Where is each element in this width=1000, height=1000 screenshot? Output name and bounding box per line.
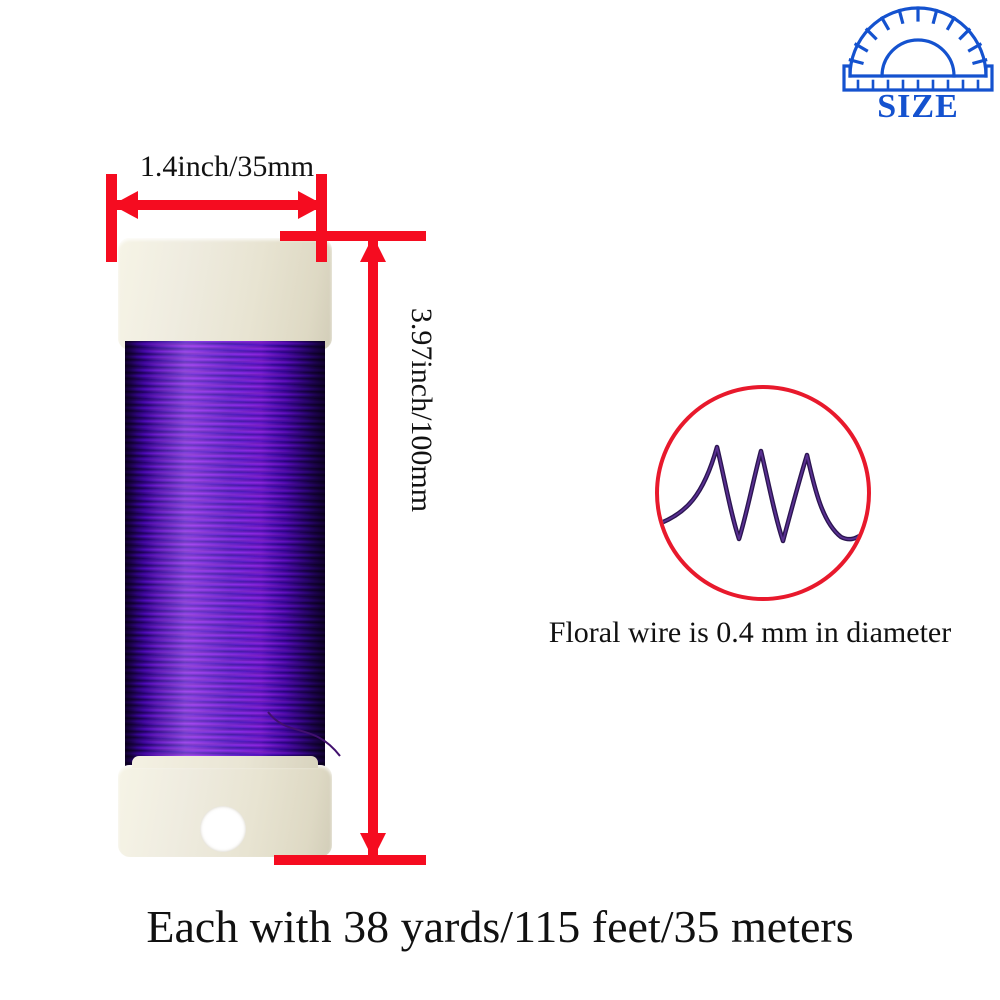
- height-extension-bar-bottom: [274, 855, 426, 865]
- size-badge-label: SIZE: [877, 88, 959, 125]
- height-dimension-line: [368, 236, 378, 862]
- wire-diameter-caption: Floral wire is 0.4 mm in diameter: [548, 616, 952, 649]
- wire-diameter-callout: [655, 385, 871, 601]
- width-dimension-line: [112, 200, 324, 210]
- width-dimension-label: 1.4inch/35mm: [139, 150, 315, 183]
- height-arrow-up-icon: [360, 236, 386, 262]
- wound-purple-wire: [125, 341, 325, 771]
- protractor-ruler-icon: [842, 6, 994, 92]
- height-dimension-label: 3.97inch/100mm: [405, 307, 438, 513]
- width-extension-tick-left: [106, 174, 117, 262]
- floral-wire-spool: [116, 238, 341, 858]
- width-extension-tick-right: [316, 174, 327, 262]
- size-badge: SIZE: [842, 4, 994, 132]
- height-extension-bar-top: [280, 231, 426, 241]
- spool-paddle-top: [118, 238, 332, 359]
- length-caption: Each with 38 yards/115 feet/35 meters: [146, 901, 854, 952]
- height-arrow-down-icon: [360, 833, 386, 859]
- spool-hanging-hole: [200, 806, 246, 852]
- wire-zigzag-detail-icon: [659, 444, 863, 544]
